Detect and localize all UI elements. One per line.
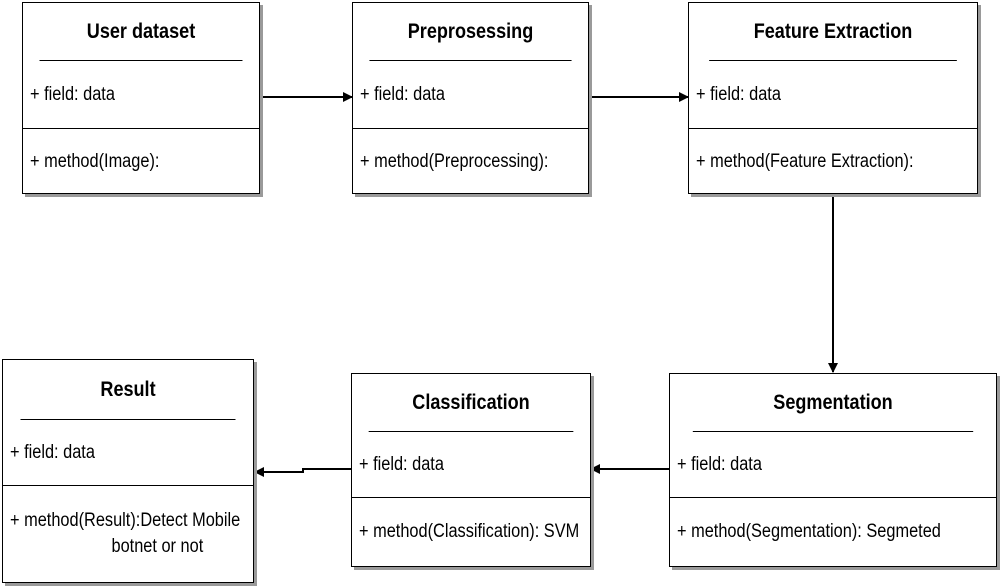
class-feature-extraction[interactable]: Feature Extraction + field: data + metho… [688, 2, 978, 194]
class-field: + field: data [23, 61, 259, 129]
class-method-text: + method(Image): [30, 151, 160, 172]
class-method: + method(Segmentation): Segmeted [670, 498, 996, 566]
class-title: Preprosessing [369, 3, 572, 61]
class-method-text-line2: botnet or not [111, 536, 204, 557]
class-title-text: User dataset [86, 19, 196, 43]
class-method: + method(Image): [23, 129, 259, 195]
class-title-text: Classification [412, 390, 530, 414]
class-field: + field: data [3, 420, 253, 486]
class-result[interactable]: Result + field: data + method(Result):De… [2, 359, 254, 583]
class-method: + method(Preprocessing): [353, 129, 588, 195]
class-method-text-line1: + method(Result):Detect Mobile [10, 510, 241, 531]
class-title-text: Result [100, 377, 156, 401]
class-title: Feature Extraction [709, 3, 957, 61]
class-field-text: + field: data [677, 453, 762, 475]
class-title: Segmentation [692, 374, 974, 432]
class-title-text: Segmentation [773, 390, 893, 414]
class-field-text: + field: data [696, 83, 781, 105]
class-field-text: + field: data [10, 441, 95, 463]
class-title: Classification [368, 374, 574, 432]
class-method: + method(Feature Extraction): [689, 129, 977, 195]
class-field: + field: data [689, 61, 977, 129]
class-preprocessing[interactable]: Preprosessing + field: data + method(Pre… [352, 2, 589, 194]
class-method-text: + method(Feature Extraction): [696, 151, 914, 172]
class-field-text: + field: data [30, 83, 115, 105]
class-title: User dataset [39, 3, 243, 61]
class-title: Result [20, 360, 236, 420]
class-method-text: + method(Segmentation): Segmeted [677, 521, 941, 542]
class-field: + field: data [670, 432, 996, 498]
arrow-classification-to-result [254, 467, 351, 477]
class-method: + method(Result):Detect Mobile botnet or… [3, 486, 253, 582]
class-classification[interactable]: Classification + field: data + method(Cl… [351, 373, 591, 567]
class-segmentation[interactable]: Segmentation + field: data + method(Segm… [669, 373, 997, 567]
class-user-dataset[interactable]: User dataset + field: data + method(Imag… [22, 2, 260, 194]
class-title-text: Preprosessing [407, 19, 534, 43]
class-title-text: Feature Extraction [753, 19, 913, 43]
class-field: + field: data [352, 432, 590, 498]
class-field-text: + field: data [359, 453, 444, 475]
class-method: + method(Classification): SVM [352, 498, 590, 566]
class-method-text: + method(Preprocessing): [360, 151, 549, 172]
class-field-text: + field: data [360, 83, 445, 105]
class-field: + field: data [353, 61, 588, 129]
class-method-text: + method(Classification): SVM [359, 521, 580, 542]
